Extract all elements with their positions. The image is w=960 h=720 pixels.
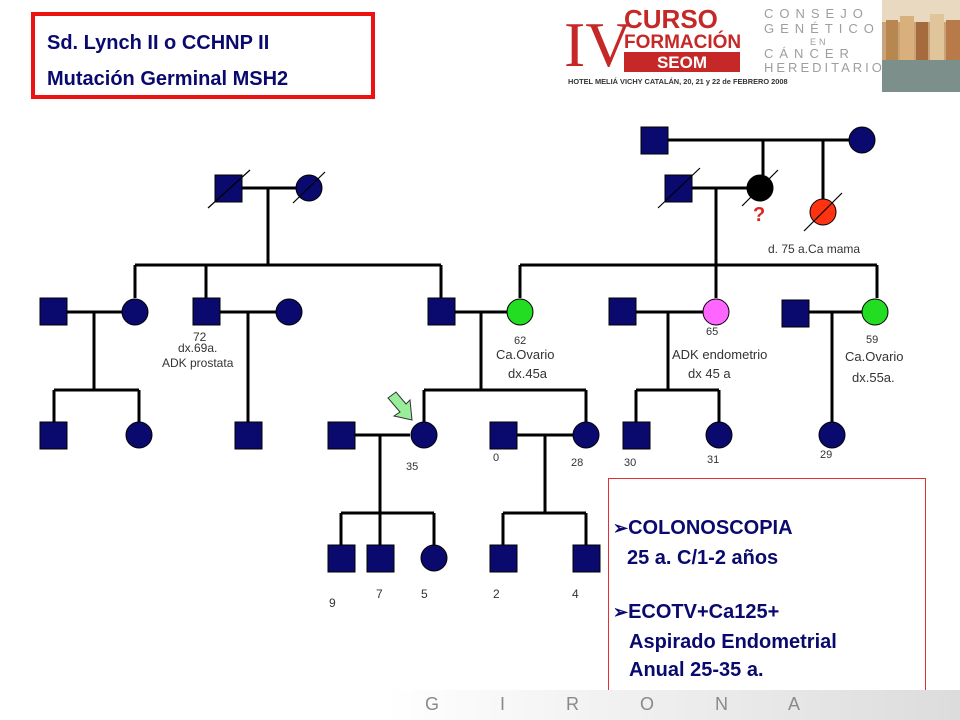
great-grandfather-square [640, 126, 669, 155]
grandfather-left-square [214, 174, 243, 203]
cousin-2-circle [125, 421, 153, 449]
pedigree-lines [52, 138, 879, 545]
label-dx-45a: dx.45a [508, 366, 548, 381]
logo-curso: CURSO [624, 4, 718, 34]
child-7-square [366, 544, 395, 573]
great-grandmother-circle [848, 126, 876, 154]
title-mutation: Mutación Germinal MSH2 [47, 68, 289, 90]
label-age-0: 0 [493, 452, 499, 464]
logo-venue: HOTEL MELIÁ VICHY CATALÁN, 20, 21 y 22 d… [568, 77, 788, 86]
title-box: Sd. Lynch II o CCHNP II Mutación Germina… [31, 12, 375, 99]
aunt-in-law-circle [275, 298, 303, 326]
bullet-arrow-icon: ➢ [613, 518, 629, 538]
label-age-65: 65 [706, 326, 718, 338]
label-age-62: 62 [514, 335, 526, 347]
aunt-ovarian-circle [861, 298, 889, 326]
proband-arrow [387, 391, 413, 421]
deceased-marks [207, 167, 843, 232]
label-age-35: 35 [406, 461, 418, 473]
label-age-4: 4 [572, 587, 579, 601]
uncle-72-square [192, 297, 221, 326]
label-adk-prostata: ADK prostata [162, 356, 234, 370]
label-age-5: 5 [421, 587, 428, 601]
label-age-72: 72 [193, 330, 207, 344]
advice-item-1: ➢COLONOSCOPIA [613, 517, 793, 540]
bullet-arrow-icon: ➢ [613, 602, 629, 622]
child-5-circle [420, 544, 448, 572]
label-dx-55a: dx.55a. [852, 370, 895, 385]
logo-genetico: GENÉTICO [764, 21, 880, 36]
logo-formacion: FORMACIÓN [624, 31, 741, 53]
advice-item-1-title: COLONOSCOPIA [628, 517, 793, 539]
aunt-left-circle [121, 298, 149, 326]
label-dx-45-a: dx 45 a [688, 366, 731, 381]
cousin-3-square [234, 421, 263, 450]
label-age-9: 9 [329, 596, 336, 610]
footer-city: G I R O N A [425, 694, 828, 714]
footer-banner: G I R O N A [385, 690, 960, 720]
father-square [427, 297, 456, 326]
label-dx-69: dx.69a. [178, 341, 217, 355]
uncle-in-law-3-square [781, 299, 810, 328]
label-age-59: 59 [866, 334, 878, 346]
logo-hereditario: HEREDITARIO [764, 60, 885, 75]
aunt-endometrial-circle [702, 298, 730, 326]
logo-cancer: CÁNCER [764, 46, 855, 61]
advice-item-2-line3: Anual 25-35 a. [629, 659, 764, 681]
label-ca-ovario-2: Ca.Ovario [845, 349, 904, 364]
title-syndrome: Sd. Lynch II o CCHNP II [47, 32, 270, 54]
logo-photo [882, 0, 960, 92]
sister-28-circle [572, 421, 600, 449]
uncle-in-law-square [39, 297, 68, 326]
logo-consejo: CONSEJO [764, 6, 869, 21]
logo-en: EN [810, 37, 829, 47]
label-age-30: 30 [624, 457, 636, 469]
label-ca-ovario-1: Ca.Ovario [496, 347, 555, 362]
proband-husband-square [327, 421, 356, 450]
screening-advice-box: ➢COLONOSCOPIA 25 a. C/1-2 años ➢ECOTV+Ca… [608, 478, 926, 692]
mother-ovarian-circle [506, 298, 534, 326]
label-age-7: 7 [376, 587, 383, 601]
logo-seom: SEOM [657, 53, 707, 72]
cousin-30-square [622, 421, 651, 450]
logo-roman: IV [564, 9, 632, 80]
proband-circle [410, 421, 438, 449]
advice-item-1-detail: 25 a. C/1-2 años [627, 547, 779, 569]
label-adk-endometrio: ADK endometrio [672, 347, 767, 362]
label-age-2: 2 [493, 587, 500, 601]
label-ca-mama: d. 75 a.Ca mama [768, 242, 860, 256]
uncle-in-law-2-square [608, 297, 637, 326]
cousin-1-square [39, 421, 68, 450]
child-4-square [572, 544, 601, 573]
label-age-31: 31 [707, 454, 719, 466]
advice-item-2-title: ECOTV+Ca125+ [628, 601, 780, 623]
brother-in-law-square [489, 421, 518, 450]
child-2-square [489, 544, 518, 573]
label-age-28: 28 [571, 457, 583, 469]
unknown-mark: ? [753, 204, 765, 226]
label-age-29: 29 [820, 449, 832, 461]
cousin-29-circle [818, 421, 846, 449]
cousin-31-circle [705, 421, 733, 449]
advice-item-2-line2: Aspirado Endometrial [629, 631, 837, 653]
course-logo: IV CURSO FORMACIÓN SEOM CONSEJO GENÉTICO… [560, 0, 960, 92]
advice-item-2: ➢ECOTV+Ca125+ [613, 601, 779, 624]
child-9-square [327, 544, 356, 573]
